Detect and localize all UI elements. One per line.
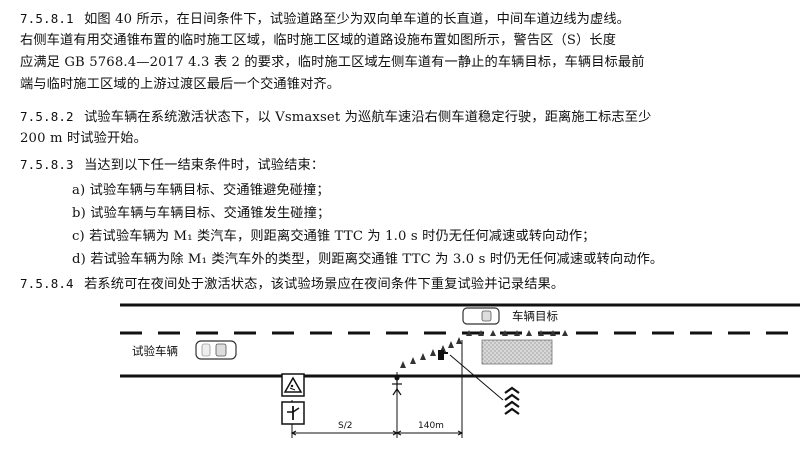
para-7582-line2: 200 m 时试验开始。	[20, 131, 147, 146]
para-7581-line2: 右侧车道有用交通锥布置的临时施工区域，临时施工区域的道路设施布置如图所示，警告区…	[20, 33, 617, 48]
clause-number: 7.5.8.2	[20, 109, 74, 124]
traffic-cones-transition	[400, 337, 462, 368]
para-text: 如图 40 所示，在日间条件下，试验道路至少为双向单车道的长直道，中间车道边线为…	[84, 12, 631, 27]
test-vehicle-label: 试验车辆	[132, 344, 178, 358]
flagger-icon	[392, 375, 402, 396]
list-item-a: a) 试验车辆与车辆目标、交通锥避免碰撞；	[72, 183, 330, 198]
list-item-d: d) 若试验车辆为除 M₁ 类汽车外的类型，则距离交通锥 TTC 为 3.0 s…	[72, 252, 664, 267]
test-scenario-diagram: 试验车辆 车辆目标	[120, 303, 800, 438]
clause-number: 7.5.8.3	[20, 157, 74, 172]
para-7584-line1: 7.5.8.4 若系统可在夜间处于激活状态，该试验场景应在夜间条件下重复试验并记…	[20, 274, 564, 295]
test-vehicle-icon	[195, 340, 237, 360]
chevron-sign-icon	[504, 386, 520, 415]
para-7581-line3: 应满足 GB 5768.4—2017 4.3 表 2 的要求，临时施工区域左侧车…	[20, 55, 645, 70]
road-works-sign-icon	[281, 373, 305, 397]
traffic-cones-upper	[466, 330, 568, 336]
para-text: 试验车辆在系统激活状态下，以 Vsmaxset 为巡航车速沿右侧车道稳定行驶，距…	[84, 110, 652, 125]
list-item-c: c) 若试验车辆为 M₁ 类汽车，则距离交通锥 TTC 为 1.0 s 时仍无任…	[72, 229, 596, 244]
para-text: 当达到以下任一结束条件时，试验结束：	[84, 158, 325, 173]
clause-number: 7.5.8.4	[20, 276, 74, 291]
para-text: 若系统可在夜间处于激活状态，该试验场景应在夜间条件下重复试验并记录结果。	[84, 277, 565, 292]
clause-number: 7.5.8.1	[20, 11, 74, 26]
lane-merge-sign-icon	[281, 401, 305, 425]
target-vehicle-label: 车辆目标	[512, 309, 558, 323]
diagonal-guide-line	[449, 354, 504, 401]
dimension-140m: 140m	[418, 421, 444, 431]
list-item-b: b) 试验车辆与车辆目标、交通锥发生碰撞；	[72, 206, 331, 221]
para-7581-line1: 7.5.8.1 如图 40 所示，在日间条件下，试验道路至少为双向单车道的长直道…	[20, 9, 630, 30]
para-7583-line1: 7.5.8.3 当达到以下任一结束条件时，试验结束：	[20, 155, 324, 176]
work-zone-area	[481, 339, 553, 365]
target-vehicle-icon	[462, 307, 500, 325]
para-7581-line4: 端与临时施工区域的上游过渡区最后一个交通锥对齐。	[20, 77, 341, 92]
arrow-board-icon	[438, 350, 448, 360]
dimension-s-half: S/2	[338, 421, 352, 431]
para-7582-line1: 7.5.8.2 试验车辆在系统激活状态下，以 Vsmaxset 为巡航车速沿右侧…	[20, 107, 651, 128]
